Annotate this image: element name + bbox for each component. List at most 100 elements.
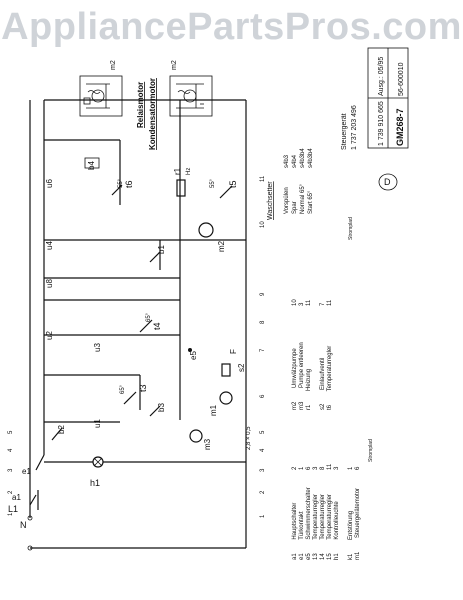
e1-label: e1 [22,467,31,476]
wash-code-2: s4b4 [292,154,298,168]
legend-left: a1 Hauptschalter e1 Türkontakt e5 Schwim… [292,463,340,560]
col-right-7: 7 [260,348,266,352]
m1-label: m1 [209,404,218,416]
legend-right-num-1: 10 [292,299,298,306]
legend-bottom-2: m1 Steuergerätemotor [355,488,361,560]
legend-right-1: m2 Umwälzpumpe [292,348,298,410]
control-unit-title: Steuergerät [341,113,348,150]
r1-heater-symbol [176,179,186,197]
legend-bottom-num-1: 1 [348,466,354,470]
footer-note-2: Stromplad [348,217,354,240]
relay-motor-inset: Relaismotor m2 [79,60,145,128]
legend-bottom-1: k1 Entstörung [348,511,354,560]
model-number: GM268-7 [395,108,405,146]
legend-left-3: e5 Schwimmerschalter [306,487,312,560]
legend-left-6: 15 Temperaturregler [327,494,333,560]
t4-setpoint: 65° [146,312,152,322]
relay-motor-label: m2 [110,60,117,70]
column-numbers-left: 1 2 3 4 5 [8,430,14,516]
capacitor-motor-inset: Kondensatormotor m2 [148,60,213,150]
t5-setpoint: 55° [210,178,216,188]
col-right-3: 3 [260,468,266,472]
col-right-5: 5 [260,430,266,434]
legend-right-num-2: 3 [299,302,305,306]
legend-left-1: a1 Hauptschalter [292,503,298,560]
legend-left-num-6: 11 [327,463,333,470]
wash-table-title: Waschsetter [267,181,274,220]
legend-right-2: m3 Pumpe entleeren [299,342,305,410]
m3-motor-symbol [189,429,203,443]
legend-right-num-4: 7 [320,302,326,306]
u3-label: u3 [93,343,102,352]
legend-right-3: r1 Heizung [306,369,312,410]
schematic: L1 N a1 e1 h1 [8,99,252,551]
col-left-2: 2 [8,490,14,494]
u8-label: u8 [45,279,54,288]
h1-label: h1 [90,478,100,488]
wash-code-4: s4b3b4 [308,148,314,168]
wash-program-2: Spar [292,201,298,214]
legend-left-num-3: 6 [306,466,312,470]
capacitor-motor-label: m2 [171,60,178,70]
part-number-1: 1 739 910 665 [378,101,385,146]
doc-number: 56-600010 [398,62,405,96]
issue-label: Ausg.: 05/95 [378,57,385,96]
col-left-5: 5 [8,430,14,434]
wash-code-3: s4b3b4 [300,148,306,168]
legend-bottom-num-2: 6 [355,466,361,470]
t3-label: t3 [138,384,148,392]
legend-right-5: t6 Temperaturregler [327,346,333,410]
legend-left-num-2: 1 [299,466,305,470]
col-right-6: 6 [260,394,266,398]
m2-motor-label: m2 [217,240,226,252]
legend-bottom: k1 Entstörung m1 Steuergerätemotor 1 6 S… [348,217,374,560]
legend-left-num-4: 3 [313,466,319,470]
col-right-10: 10 [260,221,266,228]
u2-label: u2 [45,331,54,340]
legend-right: m2 Umwälzpumpe m3 Pumpe entleeren r1 Hei… [292,299,333,410]
legend-left-5: 14 Temperaturregler [320,494,326,560]
u1-label: u1 [93,419,102,428]
col-right-4: 4 [260,448,266,452]
wash-code-1: s4b3 [284,154,290,168]
legend-left-4: 13 Temperaturregler [313,494,319,560]
b1-label: b1 [157,245,166,254]
wash-setter-table: Waschsetter Vorspülen Spar Normal 65° St… [267,148,314,220]
t6-label: t6 [124,180,134,188]
country-code: D [384,177,391,187]
m2-motor-symbol [198,222,214,238]
title-block: 1 739 910 665 Ausg.: 05/95 GM268-7 56-60… [341,47,409,191]
supply-l1-label: L1 [8,504,18,514]
col-left-3: 3 [8,468,14,472]
m3-label: m3 [203,438,212,450]
s2-label: s2 [237,363,246,372]
b3-label: b3 [157,403,166,412]
col-right-11: 11 [260,175,266,182]
control-unit-number: 1 737 203 496 [351,105,358,150]
e5-label: e5 [189,351,198,360]
legend-left-num-5: 8 [320,466,326,470]
legend-right-num-5: 11 [327,299,333,306]
t6-setpoint: 55° [118,178,124,188]
footer-note-1: Stromplad [368,439,374,462]
wash-program-1: Vorspülen [284,187,290,214]
u6-label: u6 [45,179,54,188]
hz-label: Hz [186,168,192,175]
legend-left-num-1: 2 [292,466,298,470]
supply-n-label: N [20,520,27,530]
f-label: F [229,349,238,354]
a1-label: a1 [12,493,21,502]
s2-valve-symbol [221,363,231,377]
legend-right-4: s2 Einlaufventil [320,358,326,410]
col-right-1: 1 [260,514,266,518]
t5-label: t5 [228,180,238,188]
r1-label: r1 [173,167,182,175]
legend-left-num-7: 3 [334,466,340,470]
relay-motor-title: Relaismotor [136,82,145,128]
legend-left-7: h1 Kontrolleuchte [334,501,340,560]
capacitor-motor-title: Kondensatormotor [148,78,157,150]
col-right-9: 9 [260,292,266,296]
watermark-text: AppliancePartsPros.com [1,6,462,48]
legend-right-num-3: 11 [306,299,312,306]
